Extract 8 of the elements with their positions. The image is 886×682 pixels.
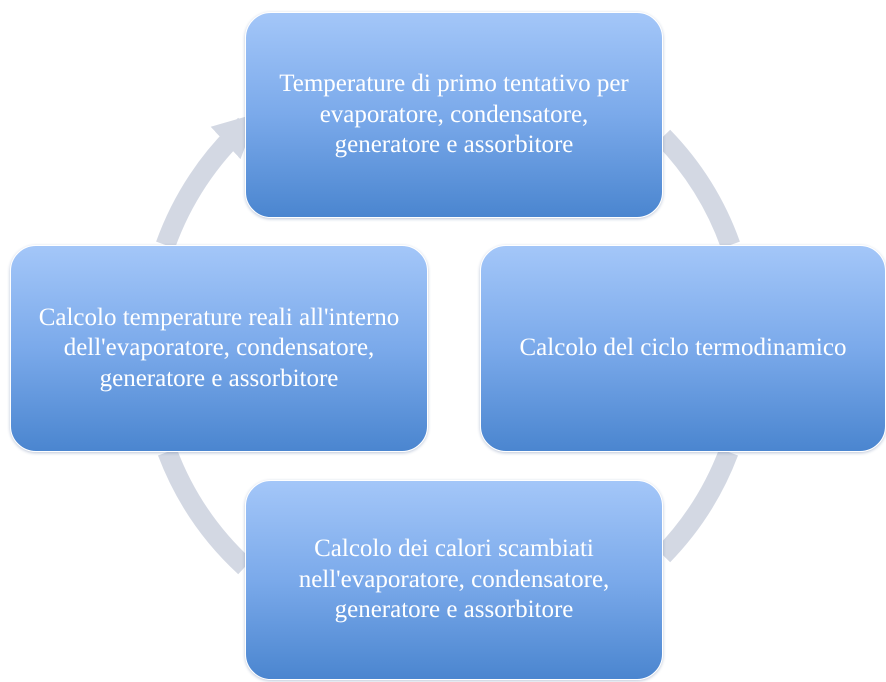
step-text: Calcolo temperature reali all'interno dell'evaporatore, condensatore, generatore e assorbitore <box>38 302 400 394</box>
step-text: Temperature di primo tentativo per evaporatore, condensatore, generatore e assorbitore <box>278 69 630 160</box>
process-box <box>10 245 428 452</box>
process-box <box>480 245 886 452</box>
step-text: Calcolo dei calori scambiati nell'evaporatore, condensatore, generatore e assorbitore <box>298 534 610 626</box>
step-text: Calcolo del ciclo termodinamico <box>520 333 846 364</box>
process-box <box>245 12 663 218</box>
process-box <box>245 480 663 680</box>
